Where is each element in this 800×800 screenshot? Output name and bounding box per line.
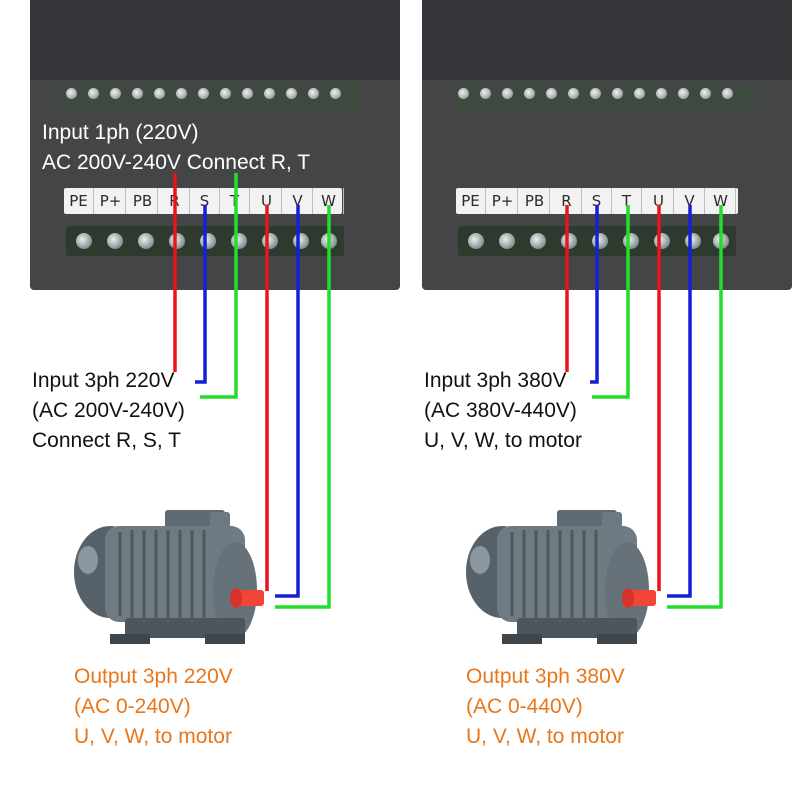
terminal-screw-icon	[480, 88, 491, 99]
wire-right-w	[667, 205, 723, 609]
terminal-u-right: U	[644, 188, 674, 214]
terminal-screw-icon	[76, 233, 92, 249]
terminal-screw-icon	[198, 88, 209, 99]
terminal-screw-icon	[132, 88, 143, 99]
wire-left-w	[275, 205, 331, 609]
terminal-screw-icon	[308, 88, 319, 99]
terminal-screw-icon	[169, 233, 185, 249]
terminal-w-right: W	[706, 188, 736, 214]
terminal-screw-icon	[88, 88, 99, 99]
wire-right-v	[667, 205, 692, 598]
terminal-screw-icon	[110, 88, 121, 99]
terminal-u-left: U	[252, 188, 282, 214]
terminal-t-right: T	[612, 188, 642, 214]
terminal-screw-icon	[264, 88, 275, 99]
terminal-screw-icon	[634, 88, 645, 99]
terminal-screw-icon	[502, 88, 513, 99]
terminal-screw-icon	[612, 88, 623, 99]
wire-left-s	[195, 205, 207, 384]
input-1ph-label-line1: Input 1ph (220V)	[42, 121, 199, 144]
terminal-pb-right: PB	[520, 188, 550, 214]
terminal-screw-icon	[154, 88, 165, 99]
output-3ph-380-line2: (AC 0-440V)	[466, 695, 583, 718]
terminal-r-right: R	[552, 188, 582, 214]
output-3ph-220-line3: U, V, W, to motor	[74, 725, 232, 748]
terminal-screw-icon	[107, 233, 123, 249]
terminal-w-left: W	[314, 188, 344, 214]
input-3ph-380-line3: U, V, W, to motor	[424, 429, 582, 452]
terminal-screw-icon	[530, 233, 546, 249]
terminal-screw-icon	[138, 233, 154, 249]
control-terminal-strip-left	[62, 84, 362, 110]
terminal-screw-icon	[220, 88, 231, 99]
terminal-s-left: S	[190, 188, 220, 214]
input-3ph-380-line2: (AC 380V-440V)	[424, 399, 577, 422]
input-3ph-220-line3: Connect R, S, T	[32, 429, 182, 452]
terminal-screw-icon	[242, 88, 253, 99]
wire-right-t	[592, 205, 630, 399]
input-3ph-220-line2: (AC 200V-240V)	[32, 399, 185, 422]
motor-icon	[466, 510, 656, 644]
terminal-screw-icon	[700, 88, 711, 99]
terminal-screw-icon	[66, 88, 77, 99]
terminal-screw-icon	[546, 88, 557, 99]
terminal-pb-left: PB	[128, 188, 158, 214]
terminal-screw-icon	[330, 88, 341, 99]
inverter-right-top-cover	[422, 0, 792, 80]
terminal-screw-icon	[458, 88, 469, 99]
terminal-screw-icon	[499, 233, 515, 249]
terminal-screw-icon	[561, 233, 577, 249]
inverter-left-top-cover	[30, 0, 400, 80]
terminal-s-right: S	[582, 188, 612, 214]
input-3ph-220-line1: Input 3ph 220V	[32, 369, 175, 392]
wire-left-t	[200, 173, 238, 399]
wire-left-v	[275, 205, 300, 598]
terminal-v-right: V	[675, 188, 705, 214]
terminal-p-plus-left: P+	[96, 188, 126, 214]
output-3ph-380-line1: Output 3ph 380V	[466, 665, 625, 688]
power-terminal-plate-left	[64, 188, 342, 214]
terminal-pe-right: PE	[456, 188, 486, 214]
terminal-screw-icon	[468, 233, 484, 249]
terminal-screw-icon	[722, 88, 733, 99]
terminal-v-left: V	[283, 188, 313, 214]
terminal-screw-icon	[568, 88, 579, 99]
input-3ph-380-line1: Input 3ph 380V	[424, 369, 567, 392]
motor-icon	[74, 510, 264, 644]
terminal-screw-icon	[590, 88, 601, 99]
input-1ph-label-line2: AC 200V-240V Connect R, T	[42, 151, 311, 174]
output-3ph-380-line3: U, V, W, to motor	[466, 725, 624, 748]
wire-right-s	[590, 205, 599, 384]
output-3ph-220-line2: (AC 0-240V)	[74, 695, 191, 718]
terminal-screw-icon	[524, 88, 535, 99]
terminal-pe-left: PE	[64, 188, 94, 214]
terminal-screw-icon	[286, 88, 297, 99]
terminal-screw-icon	[678, 88, 689, 99]
output-3ph-220-line1: Output 3ph 220V	[74, 665, 233, 688]
terminal-screw-icon	[176, 88, 187, 99]
terminal-p-plus-right: P+	[488, 188, 518, 214]
terminal-screw-icon	[656, 88, 667, 99]
control-terminal-strip-right	[454, 84, 754, 110]
